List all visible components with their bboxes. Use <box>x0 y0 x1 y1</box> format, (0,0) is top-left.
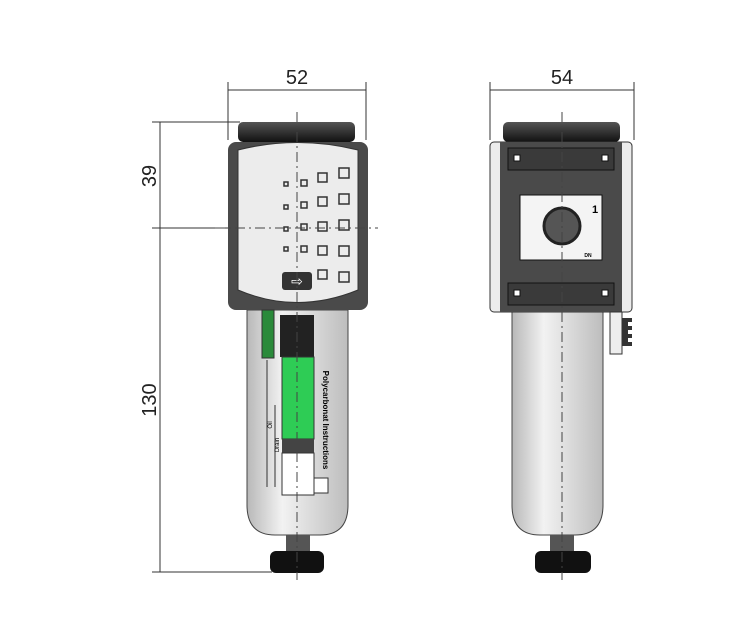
front-view: ⇨ Oil Drain Polycarbonat Instructions <box>215 112 378 580</box>
dim-bowl-height: 130 <box>139 383 161 416</box>
dim-side-width: 54 <box>551 67 573 89</box>
port-size: DN <box>584 253 592 259</box>
drain-label: Drain <box>275 438 281 452</box>
side-latch <box>622 318 632 346</box>
dim-front-width: 52 <box>286 67 308 89</box>
drain-stem <box>286 535 310 551</box>
recycle-icon <box>313 477 329 494</box>
bowl-label: Polycarbonat Instructions <box>321 371 330 470</box>
head-panel <box>237 142 359 303</box>
oil-label: Oil <box>268 421 274 428</box>
port-number: 1 <box>592 204 598 216</box>
dim-head-height: 39 <box>139 165 161 187</box>
level-tab <box>261 309 275 359</box>
side-view: 1 DN <box>489 112 633 580</box>
side-bowl <box>511 311 604 536</box>
dimension-lines <box>152 82 635 573</box>
level-green <box>281 356 315 440</box>
vent-squares <box>283 167 350 283</box>
